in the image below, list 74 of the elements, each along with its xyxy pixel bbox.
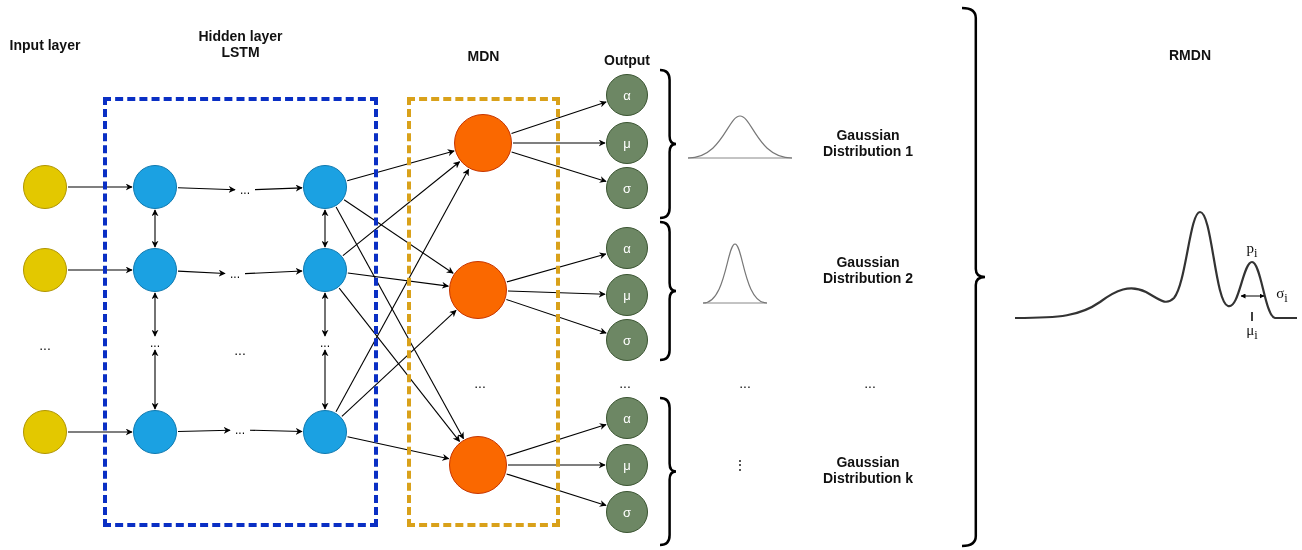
- arrow: [67, 428, 133, 436]
- arrow: [507, 461, 606, 469]
- arrow: [506, 423, 607, 457]
- neuron-circle: [303, 410, 347, 454]
- heading-text: Output: [604, 52, 650, 68]
- neuron-circle: [133, 410, 177, 454]
- arrow: [506, 252, 607, 283]
- arrow: [151, 349, 159, 410]
- ellipsis-text: ...: [320, 337, 330, 349]
- neuron-circle: α: [606, 74, 648, 116]
- group-title: MDN: [466, 48, 501, 64]
- ellipsis-text: ...: [150, 337, 160, 349]
- arrow: [151, 292, 159, 337]
- arrow: [341, 309, 457, 417]
- heading-text: RMDN: [1169, 47, 1211, 63]
- ellipsis-text: ...: [39, 337, 51, 353]
- math-label: σ$_{i}$: [1276, 284, 1288, 306]
- arrow: [244, 267, 303, 275]
- arrow: [343, 199, 454, 274]
- neuron-circle: [133, 165, 177, 209]
- arrow: [67, 183, 133, 191]
- neuron-circle: α: [606, 397, 648, 439]
- arrow: [254, 184, 303, 192]
- neuron-circle: σ: [606, 167, 648, 209]
- arrow: [510, 100, 607, 135]
- arrow: [335, 168, 470, 413]
- neuron-circle: [303, 248, 347, 292]
- group-title: Hidden layer LSTM: [197, 28, 284, 60]
- neuron-circle: μ: [606, 274, 648, 316]
- heading-text: Input layer: [9, 37, 81, 53]
- arrow: [507, 290, 606, 298]
- neuron-circle: [23, 248, 67, 292]
- ellipsis-text: ...: [234, 342, 246, 358]
- arrow: [335, 206, 465, 440]
- math-label: p$_{i}$: [1246, 239, 1258, 261]
- arrow: [321, 209, 329, 248]
- ellipsis-text: ...: [739, 375, 751, 391]
- arrow: [177, 186, 236, 193]
- ellipsis-text: ...: [619, 375, 631, 391]
- arrow: [177, 426, 231, 434]
- ellipsis-text: ...: [230, 268, 240, 280]
- arrow: [512, 139, 606, 147]
- ellipsis-text: ...: [864, 375, 876, 391]
- ellipsis-text: ...: [235, 424, 245, 436]
- neuron-circle: σ: [606, 319, 648, 361]
- ellipsis-text: ...: [474, 375, 486, 391]
- arrow: [67, 266, 133, 274]
- arrow: [338, 287, 461, 442]
- neuron-circle: [303, 165, 347, 209]
- arrow: [321, 292, 329, 337]
- neuron-circle: [23, 165, 67, 209]
- math-label: μ$_{i}$: [1246, 321, 1258, 343]
- neuron-circle: μ: [606, 444, 648, 486]
- neuron-circle: μ: [606, 122, 648, 164]
- arrow: [321, 349, 329, 410]
- arrow: [346, 436, 450, 461]
- ellipsis-text: ...: [240, 184, 250, 196]
- heading-text: Gaussian Distribution 1: [821, 127, 915, 159]
- neuron-circle: α: [606, 227, 648, 269]
- arrow: [511, 151, 607, 183]
- arrow: [505, 298, 607, 335]
- arrow: [347, 272, 449, 289]
- neuron-circle: [133, 248, 177, 292]
- heading-text: Gaussian Distribution 2: [821, 254, 915, 286]
- arrow: [506, 473, 607, 507]
- arrow: [177, 269, 226, 277]
- arrow: [249, 427, 303, 435]
- arrow: [346, 149, 455, 182]
- ellipsis-text: ⋮: [733, 457, 747, 473]
- arrow: [342, 161, 461, 257]
- heading-text: Gaussian Distribution k: [821, 454, 915, 486]
- neuron-circle: [23, 410, 67, 454]
- neuron-circle: σ: [606, 491, 648, 533]
- arrow: [151, 209, 159, 248]
